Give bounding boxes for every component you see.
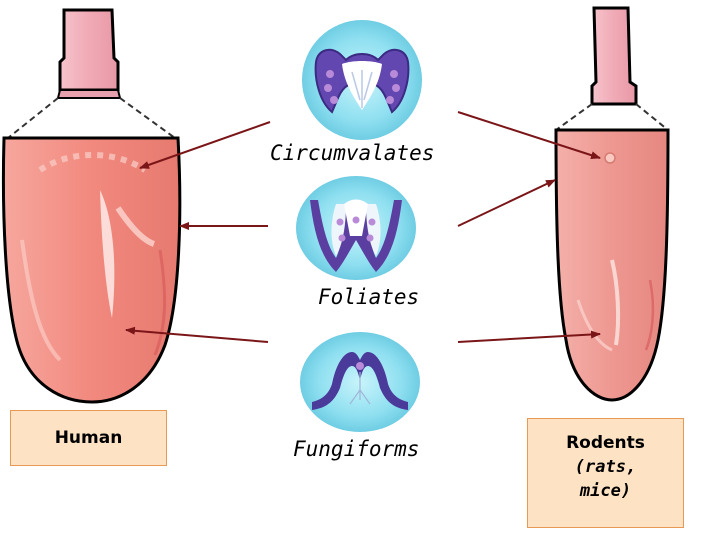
arrow-foliate-to-rodent xyxy=(458,180,555,226)
human-tongue xyxy=(3,10,179,402)
rodents-examples-line1: (rats, xyxy=(528,455,683,479)
human-label: Human xyxy=(11,428,166,448)
human-neck xyxy=(60,10,118,90)
rodents-label: Rodents xyxy=(528,431,683,455)
rodent-tongue xyxy=(556,8,668,400)
human-label-box: Human xyxy=(10,410,167,466)
foliates-label: Foliates xyxy=(318,285,419,309)
fungiform-papilla-illustration xyxy=(300,332,420,432)
circumvalate-papilla-illustration xyxy=(302,20,422,140)
human-tongue-body xyxy=(3,138,179,402)
rodents-examples-line2: mice) xyxy=(528,479,683,503)
circumvalates-label: Circumvalates xyxy=(270,141,434,165)
fungiforms-label: Fungiforms xyxy=(293,437,419,461)
rodents-label-box: Rodents (rats, mice) xyxy=(527,418,684,528)
rodent-neck xyxy=(592,8,636,104)
foliate-papilla-illustration xyxy=(296,176,416,280)
